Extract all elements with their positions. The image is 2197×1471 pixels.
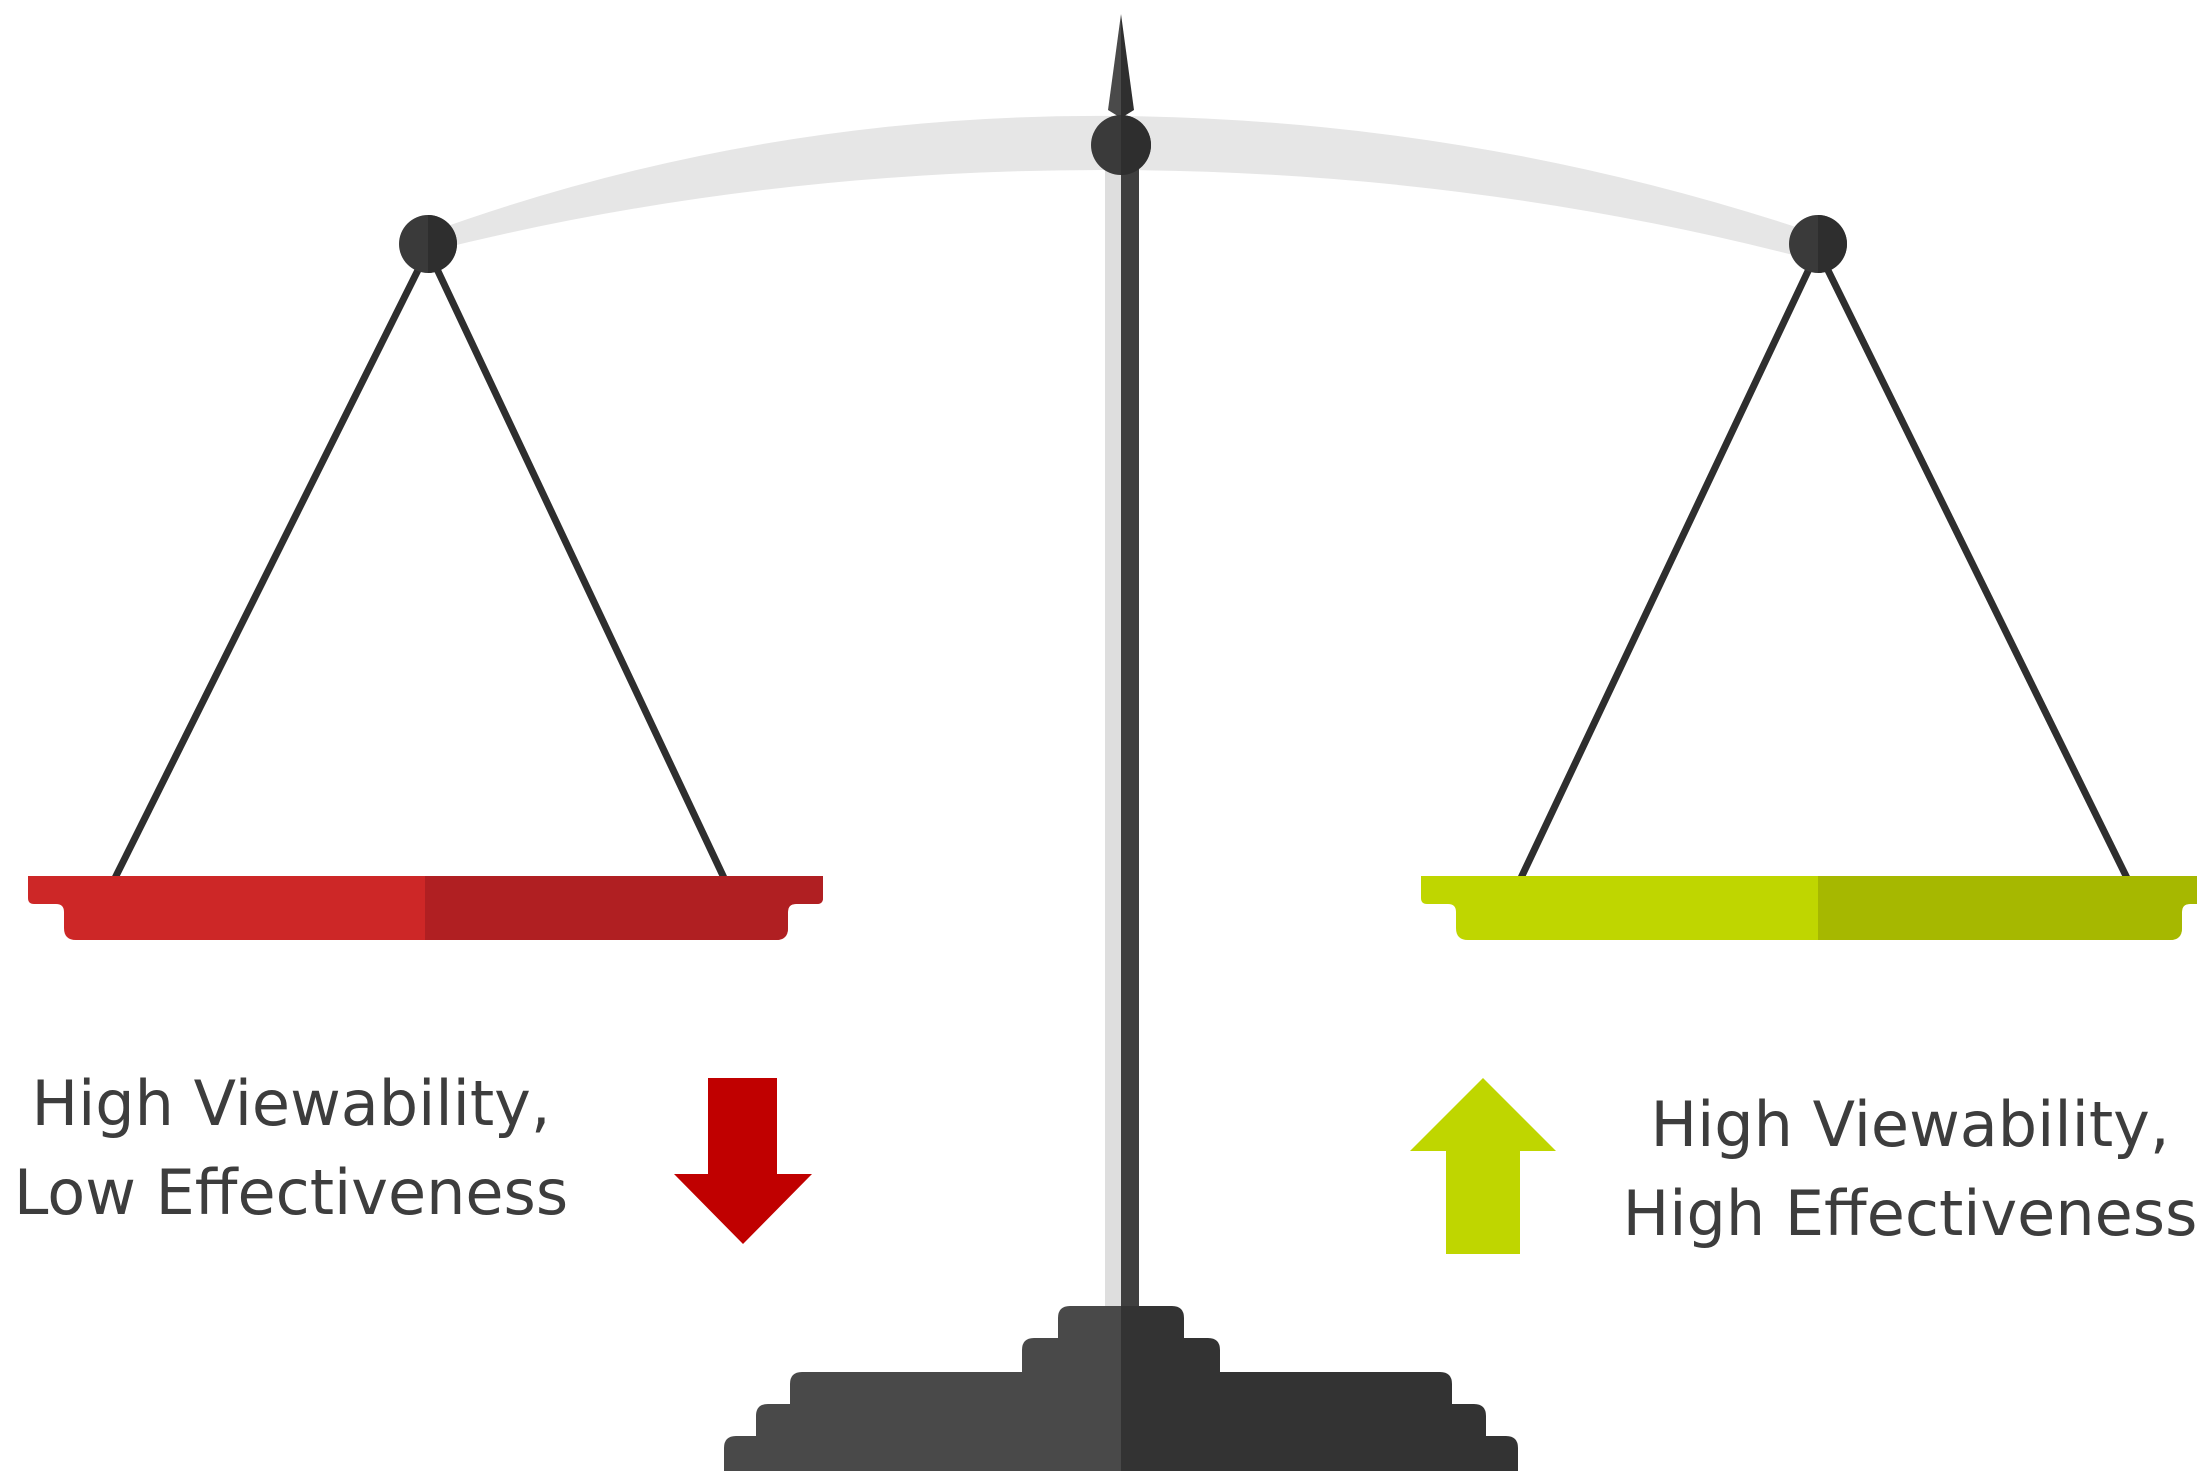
right-pan-label: High Viewability, High Effectiveness — [1620, 1080, 2197, 1258]
right-pan-shade — [1818, 876, 2197, 940]
right-string-left — [1516, 248, 1822, 882]
scale-base — [724, 1306, 1518, 1471]
central-needle — [1108, 14, 1121, 118]
left-pan — [28, 876, 823, 940]
base-right — [1121, 1306, 1518, 1471]
right-label-line2: High Effectiveness — [1622, 1177, 2197, 1250]
left-string-right — [424, 248, 729, 882]
left-label-line2: Low Effectiveness — [13, 1156, 569, 1229]
central-post-highlight — [1105, 130, 1121, 1312]
left-label-line1: High Viewability, — [31, 1067, 551, 1140]
left-pan-shade — [425, 876, 823, 940]
arrow-down-icon — [674, 1078, 812, 1244]
right-label-line1: High Viewability, — [1650, 1088, 2170, 1161]
base-left — [724, 1306, 1121, 1471]
central-needle-shade — [1121, 14, 1134, 118]
arrow-up-icon — [1410, 1078, 1556, 1254]
left-string-left — [110, 248, 432, 882]
central-post — [1121, 130, 1139, 1312]
right-string-right — [1814, 248, 2132, 882]
scale-beam — [428, 115, 1820, 262]
right-pan — [1421, 876, 2197, 940]
left-pan-label: High Viewability, Low Effectiveness — [10, 1059, 572, 1237]
